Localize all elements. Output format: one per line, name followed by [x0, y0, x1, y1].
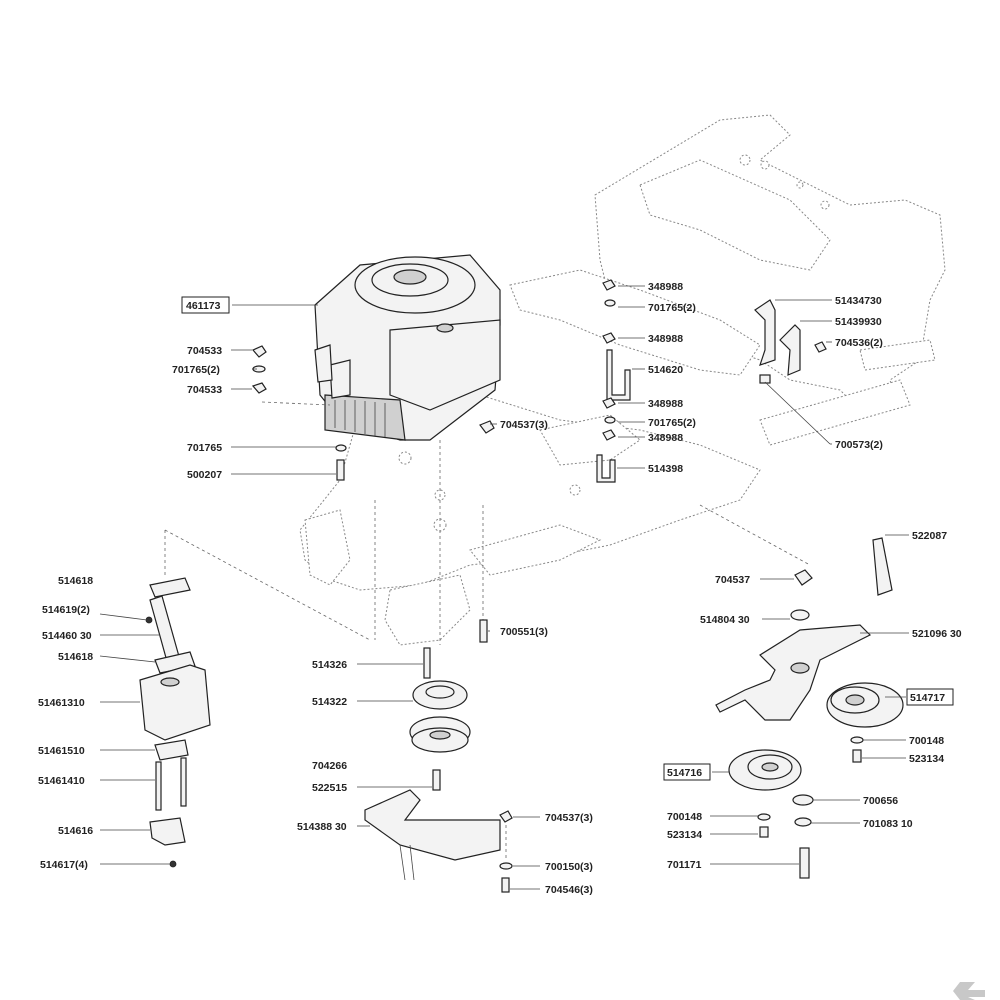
label-box-514716 [663, 763, 711, 781]
label-514716: 514716 [667, 767, 702, 779]
frame-bracket-right [754, 299, 827, 384]
label-51461510: 51461510 [38, 745, 85, 757]
label-700656: 700656 [863, 795, 898, 807]
label-701765-2-c: 701765(2) [648, 417, 696, 429]
label-514618-b: 514618 [58, 651, 93, 663]
tension-arm-assembly [699, 504, 904, 879]
label-348988-b: 348988 [648, 333, 683, 345]
label-514460-30: 514460 30 [42, 630, 92, 642]
label-522087: 522087 [912, 530, 947, 542]
label-704537: 704537 [715, 574, 750, 586]
label-521096-30: 521096 30 [912, 628, 962, 640]
label-box-461173 [181, 296, 230, 314]
label-701765-2-left: 701765(2) [172, 364, 220, 376]
label-701171: 701171 [667, 859, 702, 871]
label-514398: 514398 [648, 463, 683, 475]
label-704546-3: 704546(3) [545, 884, 593, 896]
label-514804-30: 514804 30 [700, 614, 750, 626]
label-514326: 514326 [312, 659, 347, 671]
engine-pulley-assembly [364, 440, 501, 881]
label-704266: 704266 [312, 760, 347, 772]
label-500207: 500207 [187, 469, 222, 481]
label-523134-b: 523134 [667, 829, 702, 841]
part-labels: 461173 704533 701765(2) 704533 701765 50… [38, 281, 962, 896]
label-51461410: 51461410 [38, 775, 85, 787]
label-51461310: 51461310 [38, 697, 85, 709]
label-704533-upper: 704533 [187, 345, 222, 357]
label-348988-a: 348988 [648, 281, 683, 293]
pulley-bracket-fasteners [499, 810, 513, 893]
label-514388-30: 514388 30 [297, 821, 347, 833]
engine [314, 254, 501, 441]
tractor-frame [299, 114, 946, 646]
label-701765: 701765 [187, 442, 222, 454]
label-522515: 522515 [312, 782, 347, 794]
muffler-assembly [139, 529, 371, 868]
label-704537-3-upper: 704537(3) [500, 419, 548, 431]
label-461173: 461173 [186, 300, 221, 312]
label-704536-2: 704536(2) [835, 337, 883, 349]
label-514617-4: 514617(4) [40, 859, 88, 871]
label-514717: 514717 [910, 692, 945, 704]
label-704533-lower: 704533 [187, 384, 222, 396]
label-704537-3-lower: 704537(3) [545, 812, 593, 824]
label-box-514717 [906, 688, 954, 706]
label-51439930: 51439930 [835, 316, 882, 328]
label-514616: 514616 [58, 825, 93, 837]
label-700148-b: 700148 [667, 811, 702, 823]
engine-mount-fasteners [251, 345, 495, 481]
label-700150-3: 700150(3) [545, 861, 593, 873]
frame-fasteners [596, 279, 631, 483]
label-514322: 514322 [312, 696, 347, 708]
label-700148-a: 700148 [909, 735, 944, 747]
label-514618-a: 514618 [58, 575, 93, 587]
label-523134-a: 523134 [909, 753, 944, 765]
label-51434730: 51434730 [835, 295, 882, 307]
label-514619-2: 514619(2) [42, 604, 90, 616]
label-348988-c: 348988 [648, 398, 683, 410]
label-700551-3: 700551(3) [500, 626, 548, 638]
label-700573-2: 700573(2) [835, 439, 883, 451]
brand-logo-mark [953, 982, 985, 1000]
label-348988-d: 348988 [648, 432, 683, 444]
label-514620: 514620 [648, 364, 683, 376]
label-701083-10: 701083 10 [863, 818, 913, 830]
label-701765-2-b: 701765(2) [648, 302, 696, 314]
leader-lines [99, 285, 909, 890]
